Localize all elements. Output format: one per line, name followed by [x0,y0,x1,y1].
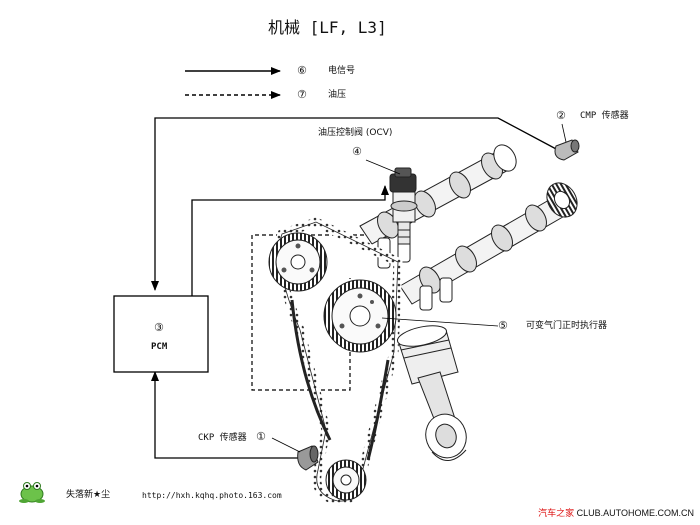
intake-sprocket [268,232,328,292]
legend-num-electric: ⑥ [297,64,307,77]
chain-guide [290,299,332,441]
page-title: 机械 [LF, L3] [268,18,387,37]
cmp-number: ② [556,109,566,122]
author-watermark: 失落新★尘 [66,490,111,500]
source-url: http://hxh.kqhq.photo.163.com [142,491,282,500]
piston-assembly [396,325,467,461]
crank-sprocket [325,459,367,501]
site-suffix: CLUB.AUTOHOME.COM.CN [576,508,694,518]
ckp-signal-line [151,371,298,459]
vvt-actuator [323,279,397,353]
actuator-leader [381,317,499,327]
legend-label-electric: 电信号 [328,66,356,76]
site-prefix: 汽车之家 [538,508,575,518]
ocv-leader [365,159,401,175]
actuator-label: 可变气门正时执行器 [526,321,608,331]
legend-num-oil: ⑦ [297,88,307,101]
ocv-label: 油压控制阀 (OCV) [318,128,393,138]
pcm-label: PCM [151,342,168,352]
cmp-leader [561,123,567,143]
ocv-valve [389,167,418,245]
frog-logo [19,482,45,503]
ocv-signal-line [191,185,389,296]
cmp-label: CMP 传感器 [580,111,629,121]
cmp-sensor [554,139,580,161]
pcm-number: ③ [154,321,164,334]
pcm-box [113,295,209,373]
ocv-number: ④ [352,145,362,158]
ckp-leader [271,437,301,453]
oil-pressure-line [251,234,387,391]
camshaft-end-gear [546,182,578,218]
cmp-signal-line [151,117,559,291]
ckp-number: ① [256,430,266,443]
actuator-number: ⑤ [498,319,508,332]
site-watermark: 汽车之家 CLUB.AUTOHOME.COM.CN [538,509,694,518]
legend-label-oil: 油压 [328,90,347,100]
exhaust-camshaft [399,182,578,305]
ckp-sensor [297,445,319,471]
ckp-label: CKP 传感器 [198,433,247,443]
